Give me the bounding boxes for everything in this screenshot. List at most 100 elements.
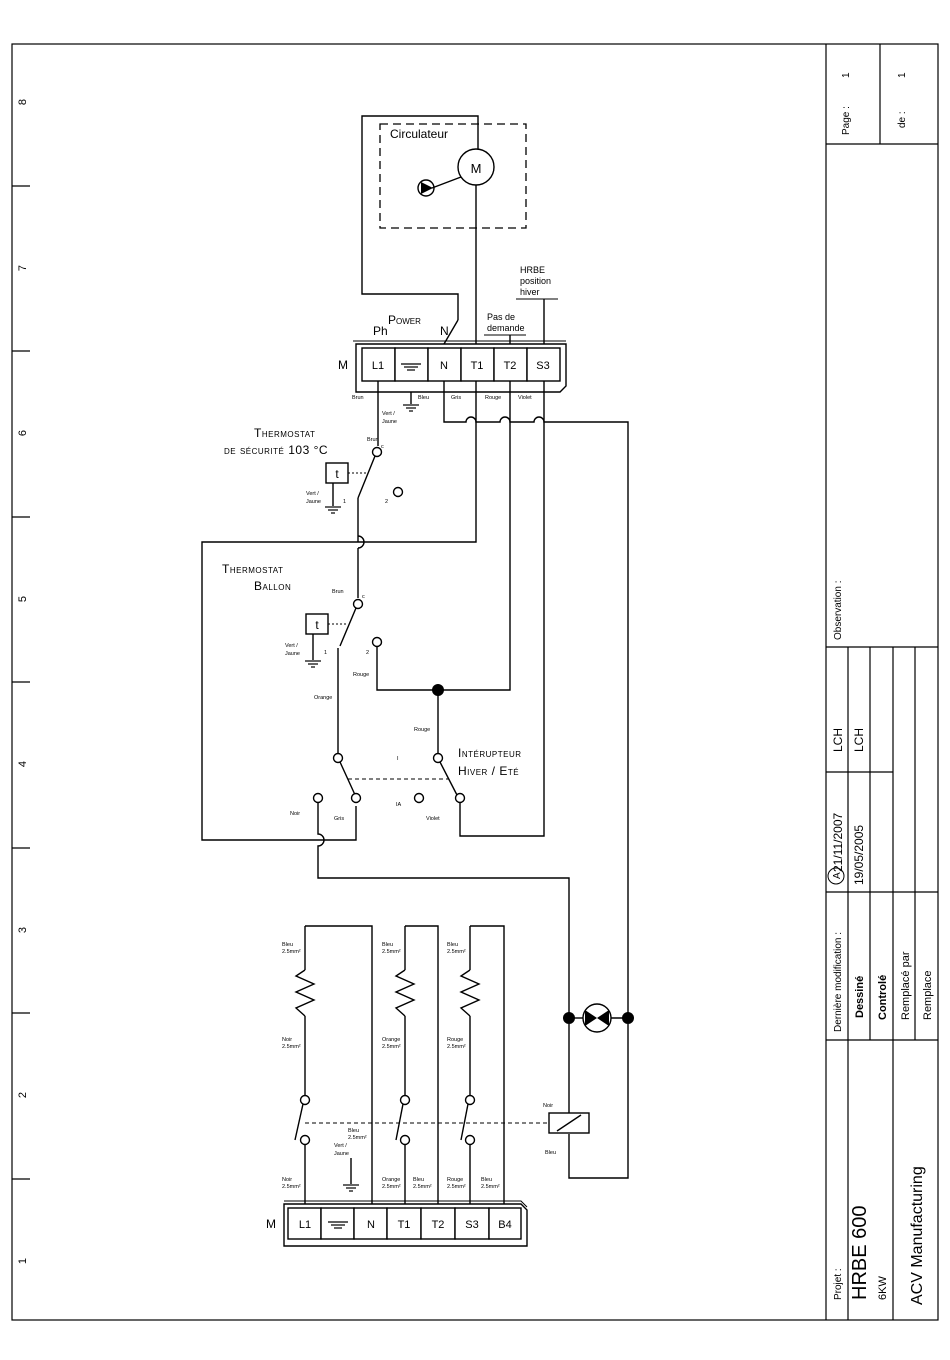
wire-label: Vert / — [306, 491, 319, 497]
motor-label: M — [471, 161, 482, 176]
hrbe-note: HRBE — [520, 265, 545, 275]
bottom-terminal-s3: S3 — [465, 1219, 478, 1231]
contact-label: 2 — [385, 499, 388, 505]
terminal-t2: T2 — [504, 360, 517, 372]
contact-label: IA — [396, 802, 402, 808]
revision-circle — [827, 867, 845, 885]
power-rating: 6KW — [877, 1276, 889, 1300]
wire-label: Bleu — [481, 1177, 492, 1183]
contact-label: 1 — [324, 650, 327, 656]
wire-label: Bleu — [413, 1177, 424, 1183]
rev-date: 21/11/2007 — [831, 813, 845, 872]
contact-label: 1 — [343, 499, 346, 505]
wire-label: Brun — [352, 395, 364, 401]
ruler-mark: 4 — [17, 761, 29, 767]
remplace-par-label: Remplacé par — [900, 951, 912, 1020]
wire-label: Vert / — [382, 411, 395, 417]
wire-label: Noir — [543, 1103, 553, 1109]
wire-label: Rouge — [414, 727, 430, 733]
ruler-mark: 2 — [17, 1092, 29, 1098]
wire-label: Rouge — [447, 1177, 463, 1183]
interrupteur-title: Hiver / Eté — [458, 764, 519, 778]
ruler-mark: 8 — [17, 99, 29, 105]
thermostat-ballon-title: Ballon — [254, 579, 291, 593]
wire-label: Jaune — [382, 419, 397, 425]
wire-label: Rouge — [353, 672, 369, 678]
wire-label: Rouge — [447, 1037, 463, 1043]
ruler-mark: 3 — [17, 927, 29, 933]
projet-label: Projet : — [833, 1268, 844, 1300]
wire-label: Orange — [382, 1037, 400, 1043]
terminal-t1: T1 — [471, 360, 484, 372]
observation-label: Observation : — [833, 581, 844, 640]
terminal-l1: L1 — [372, 360, 384, 372]
wire-label: 2.5mm² — [282, 1044, 301, 1050]
wire-label: Gris — [334, 816, 344, 822]
wire-label: Bleu — [447, 942, 458, 948]
title-block-texts: Page : 1 de : 1 Observation : LCH LCH A … — [827, 72, 934, 1305]
wire-label: Violet — [518, 395, 532, 401]
bottom-terminal-l1: L1 — [299, 1219, 311, 1231]
bottom-terminal-t1: T1 — [398, 1219, 411, 1231]
power-ph-label: Ph — [373, 324, 388, 338]
derniere-modif-label: Dernière modification : — [833, 932, 844, 1032]
ruler-mark: 6 — [17, 430, 29, 436]
projet-name: HRBE 600 — [849, 1206, 871, 1301]
thermostat-securite-title: Thermostat — [254, 426, 315, 440]
ground-icon — [401, 363, 421, 371]
company-name: ACV Manufacturing — [909, 1166, 926, 1305]
wire-label: Noir — [282, 1037, 292, 1043]
wire-label: Bleu — [545, 1150, 556, 1156]
circulator-box — [379, 123, 527, 229]
ruler-mark: 5 — [17, 596, 29, 602]
hrbe-note: position — [520, 276, 551, 286]
bottom-terminal-n: N — [367, 1219, 375, 1231]
wire-label: Orange — [382, 1177, 400, 1183]
wire-label: Bleu — [348, 1128, 359, 1134]
wire-label: 2.5mm² — [481, 1184, 500, 1190]
terminal-n: N — [440, 360, 448, 372]
wire-label: 2.5mm² — [382, 1184, 401, 1190]
contact-label: c — [381, 444, 384, 450]
ground-icon — [328, 1221, 348, 1229]
wire-label: Brun — [332, 589, 344, 595]
wire-label: Noir — [290, 811, 300, 817]
dessine-by: LCH — [852, 728, 866, 752]
thermostat-securite-title: de sécurité 103 °C — [224, 443, 328, 457]
controle-label: Controlé — [877, 975, 889, 1020]
ruler-mark: 1 — [17, 1258, 29, 1264]
page-label: Page : — [841, 106, 852, 135]
page-frame — [11, 43, 939, 1321]
contact-label: I — [397, 756, 399, 762]
page-value: 1 — [841, 72, 852, 78]
bottom-terminal-b4: B4 — [498, 1219, 511, 1231]
bottom-m-label: M — [266, 1217, 276, 1231]
wire-label: Orange — [314, 695, 332, 701]
interrupteur-title: Intérupteur — [458, 746, 522, 760]
wire-label: 2.5mm² — [447, 949, 466, 955]
de-value: 1 — [897, 72, 908, 78]
bottom-terminals — [287, 1207, 522, 1240]
ruler — [12, 185, 30, 1180]
dessine-date: 19/05/2005 — [852, 825, 866, 885]
hrbe-note: hiver — [520, 287, 540, 297]
wire-label: 2.5mm² — [413, 1184, 432, 1190]
wire-label: Jaune — [306, 499, 321, 505]
wire-label: 2.5mm² — [348, 1135, 367, 1141]
remplace-label: Remplace — [922, 970, 934, 1020]
terminal-s3: S3 — [536, 360, 549, 372]
wire-label: Noir — [282, 1177, 292, 1183]
wire-label: 2.5mm² — [382, 1044, 401, 1050]
contact-label: 2 — [366, 650, 369, 656]
sensor-label: t — [315, 618, 319, 632]
pas-demande-note: demande — [487, 323, 525, 333]
wire-label: Brun — [367, 437, 379, 443]
wire-label: 2.5mm² — [282, 949, 301, 955]
thermostat-ballon-title: Thermostat — [222, 562, 283, 576]
contact-label: c — [362, 594, 365, 600]
de-label: de : — [897, 111, 908, 128]
ruler-labels: 8 7 6 5 4 3 2 1 — [17, 99, 29, 1264]
sensor-label: t — [335, 467, 339, 481]
wire-label: Jaune — [334, 1151, 349, 1157]
